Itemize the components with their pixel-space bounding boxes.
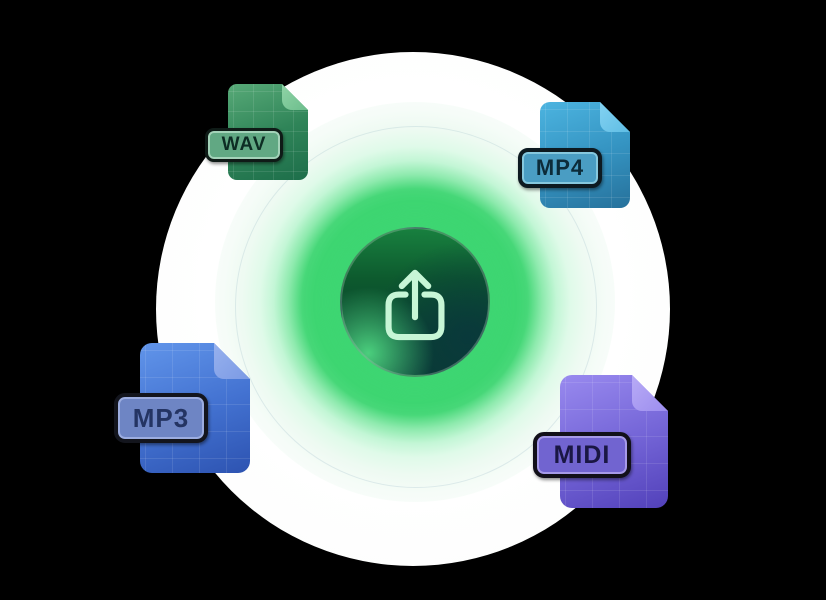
file-type-badge: WAV (205, 128, 283, 162)
file-fold-corner (600, 102, 630, 132)
file-icon-mp4: MP4 (518, 102, 630, 208)
file-type-label: WAV (221, 134, 267, 155)
upload-button[interactable] (340, 227, 490, 377)
file-fold-corner (282, 84, 308, 110)
file-icon-mp3: MP3 (114, 343, 250, 473)
file-fold-corner (214, 343, 250, 379)
file-type-badge: MIDI (533, 432, 631, 478)
file-type-badge: MP3 (114, 393, 208, 443)
file-icon-wav: WAV (205, 84, 308, 180)
share-upload-icon (385, 269, 445, 341)
file-type-label: MIDI (553, 440, 611, 469)
file-type-label: MP3 (132, 402, 190, 433)
file-type-badge: MP4 (518, 148, 602, 188)
file-fold-corner (632, 375, 668, 411)
file-icon-midi: MIDI (533, 375, 668, 508)
file-type-label: MP4 (535, 155, 585, 180)
